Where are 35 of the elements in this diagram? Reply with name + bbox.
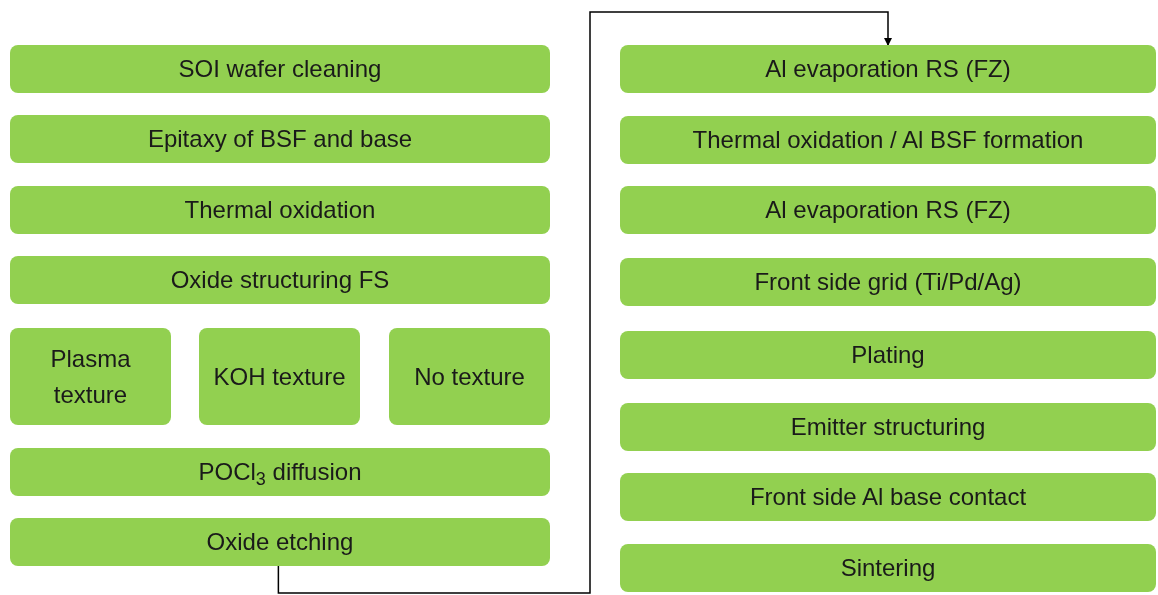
process-box [620,258,1156,306]
process-box [620,473,1156,521]
process-box [199,328,360,425]
process-box [620,331,1156,379]
step-label: Plating [851,340,925,370]
connector-arrow [277,11,892,594]
process-box [620,45,1156,93]
process-box [10,518,550,566]
step-label: Plasma texture [49,343,132,410]
step-label: Front side grid (Ti/Pd/Ag) [754,267,1022,297]
step-label: Oxide structuring FS [170,265,390,295]
process-box [10,448,550,496]
step-label: Al evaporation RS (FZ) [765,54,1011,84]
step-label: KOH texture [213,361,346,392]
process-box [10,45,550,93]
step-label: Al evaporation RS (FZ) [765,195,1011,225]
step-label: Oxide etching [206,527,354,557]
step-label: Epitaxy of BSF and base [147,124,413,154]
process-box [10,328,171,425]
process-box [620,186,1156,234]
step-label: Sintering [840,553,936,583]
step-label: Emitter structuring [790,412,986,442]
step-label: Thermal oxidation / Al BSF formation [692,125,1084,155]
process-box [620,403,1156,451]
step-label: No texture [414,361,525,392]
process-box [620,544,1156,592]
process-box [10,256,550,304]
step-label: Thermal oxidation [184,195,376,225]
step-label: POCl$_{3}$ diffusion [198,457,362,490]
process-box [10,115,550,163]
process-box [10,186,550,234]
step-label: Front side Al base contact [749,482,1027,512]
process-box [389,328,550,425]
process-box [620,116,1156,164]
step-label: SOI wafer cleaning [178,54,382,84]
